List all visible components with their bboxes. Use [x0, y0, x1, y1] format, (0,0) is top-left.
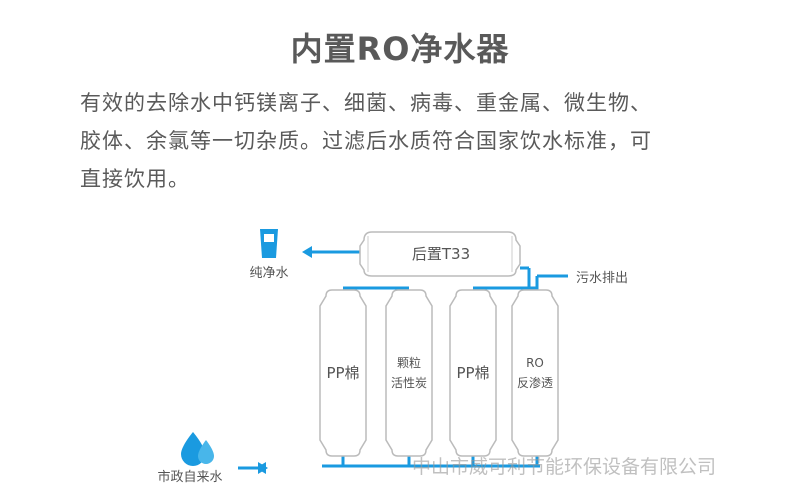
description-line: 有效的去除水中钙镁离子、细菌、病毒、重金属、微生物、: [80, 91, 652, 115]
filter-cartridge: [319, 289, 367, 457]
filter-cartridges: [319, 289, 559, 457]
filter-1-label: PP棉: [326, 364, 359, 382]
cup-icon: [260, 229, 278, 258]
description-line: 胶体、余氯等一切杂质。过滤后水质符合国家饮水标准，可: [80, 129, 652, 153]
filter-3-label: PP棉: [456, 364, 489, 382]
waste-water-label: 污水排出: [576, 271, 628, 286]
page-title: 内置RO净水器: [290, 30, 510, 68]
tap-water-label: 市政自来水: [157, 469, 222, 485]
filter-2-label-line1: 颗粒: [397, 355, 421, 370]
pipes: [312, 250, 568, 468]
filter-cartridge: [385, 289, 433, 457]
description-line: 直接饮用。: [80, 167, 190, 191]
post-filter-t33: [359, 231, 521, 277]
water-drops-icon: [181, 432, 214, 466]
description: 有效的去除水中钙镁离子、细菌、病毒、重金属、微生物、 胶体、余氯等一切杂质。过滤…: [80, 84, 730, 198]
arrow-icon: [302, 246, 312, 258]
pure-water-label: 纯净水: [249, 266, 288, 281]
filter-cartridge: [511, 289, 559, 457]
filter-4-label-line1: RO: [526, 356, 544, 370]
filter-cartridge: [449, 289, 497, 457]
filter-4-label-line2: 反渗透: [517, 375, 553, 390]
filter-2-label-line2: 活性炭: [391, 376, 427, 390]
post-filter-label: 后置T33: [412, 245, 470, 263]
watermark: 中山市威可利节能环保设备有限公司: [412, 456, 717, 478]
